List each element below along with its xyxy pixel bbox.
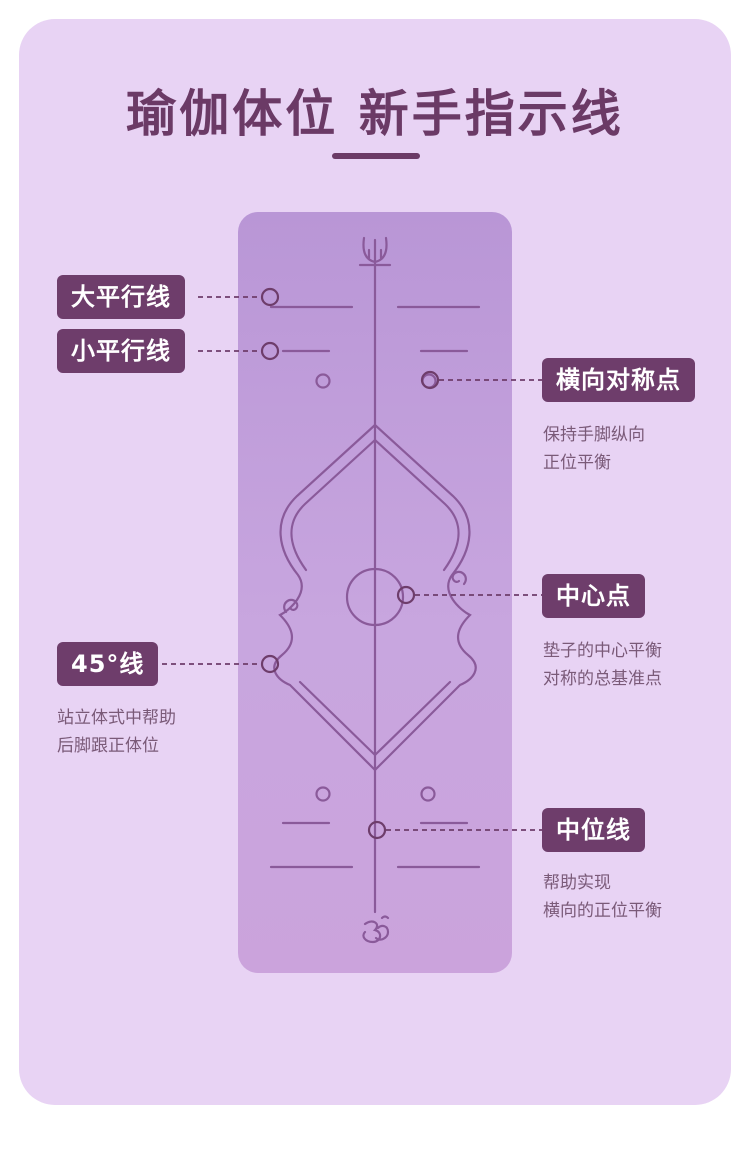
marker-center-point bbox=[396, 585, 416, 605]
marker-midline bbox=[367, 820, 387, 840]
desc-horizontal-symmetry-1: 保持手脚纵向 bbox=[543, 425, 645, 445]
symmetry-dot-bottom-right bbox=[420, 786, 436, 802]
symmetry-dot-bottom-left bbox=[315, 786, 331, 802]
lotus-outline bbox=[273, 423, 477, 772]
marker-big-parallel bbox=[260, 287, 280, 307]
tag-small-parallel: 小平行线 bbox=[57, 329, 185, 373]
tag-horizontal-symmetry: 横向对称点 bbox=[542, 358, 695, 402]
desc-horizontal-symmetry: 保持手脚纵向 正位平衡 bbox=[543, 421, 645, 477]
tag-midline: 中位线 bbox=[542, 808, 645, 852]
swirl-right-icon bbox=[451, 570, 467, 586]
lotus-inner-outline bbox=[290, 438, 460, 757]
desc-center-point-1: 垫子的中心平衡 bbox=[543, 641, 662, 661]
desc-45-line-1: 站立体式中帮助 bbox=[57, 708, 176, 728]
symmetry-dot-top-left bbox=[315, 373, 331, 389]
title-underline bbox=[332, 153, 420, 159]
desc-45-line: 站立体式中帮助 后脚跟正体位 bbox=[57, 704, 176, 760]
desc-horizontal-symmetry-2: 正位平衡 bbox=[543, 453, 611, 473]
om-icon bbox=[362, 915, 390, 944]
trident-icon bbox=[358, 236, 392, 270]
page-title: 瑜伽体位 新手指示线 bbox=[126, 85, 624, 143]
desc-midline-1: 帮助实现 bbox=[543, 873, 611, 893]
center-circle bbox=[345, 567, 405, 627]
desc-45-line-2: 后脚跟正体位 bbox=[57, 736, 159, 756]
swirl-left-icon bbox=[283, 598, 299, 614]
tag-center-point: 中心点 bbox=[542, 574, 645, 618]
marker-small-parallel bbox=[260, 341, 280, 361]
desc-center-point: 垫子的中心平衡 对称的总基准点 bbox=[543, 637, 662, 693]
desc-center-point-2: 对称的总基准点 bbox=[543, 669, 662, 689]
tag-big-parallel: 大平行线 bbox=[57, 275, 185, 319]
tag-45-line: 45°线 bbox=[57, 642, 159, 686]
desc-midline-2: 横向的正位平衡 bbox=[543, 901, 662, 921]
marker-45-line bbox=[260, 654, 280, 674]
marker-horizontal-symmetry bbox=[420, 370, 440, 390]
desc-midline: 帮助实现 横向的正位平衡 bbox=[543, 869, 662, 925]
